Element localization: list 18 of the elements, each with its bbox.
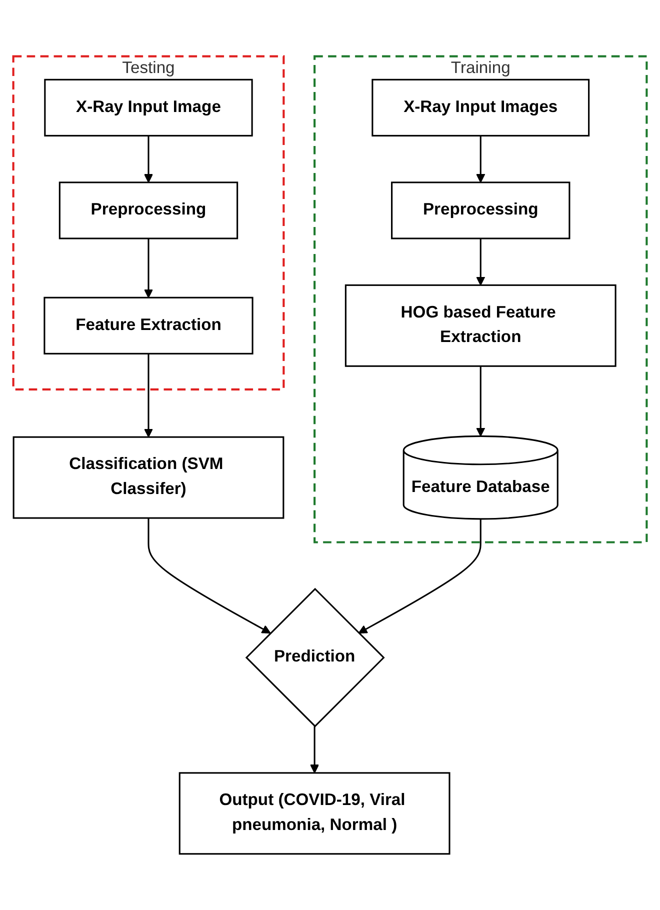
node-box: X-Ray Input Image [44, 78, 253, 136]
arrow [148, 518, 271, 634]
arrow [358, 518, 482, 634]
arrow [144, 238, 154, 298]
arrow [476, 366, 486, 436]
arrow [476, 238, 486, 286]
arrow [476, 136, 486, 183]
node-box: Preprocessing [391, 182, 570, 240]
node-box: Classification (SVM Classifer) [12, 436, 284, 519]
arrow [144, 136, 154, 183]
node-diamond: Prediction [245, 588, 385, 728]
node-box: X-Ray Input Images [372, 78, 590, 136]
node-box: HOG based Feature Extraction [344, 284, 616, 367]
node-box: Feature Extraction [44, 296, 254, 354]
node-box: Output (COVID-19, Viral pneumonia, Normal ) [178, 772, 450, 855]
arrow [144, 354, 154, 438]
arrow [310, 726, 320, 774]
node-box: Preprocessing [58, 182, 238, 240]
